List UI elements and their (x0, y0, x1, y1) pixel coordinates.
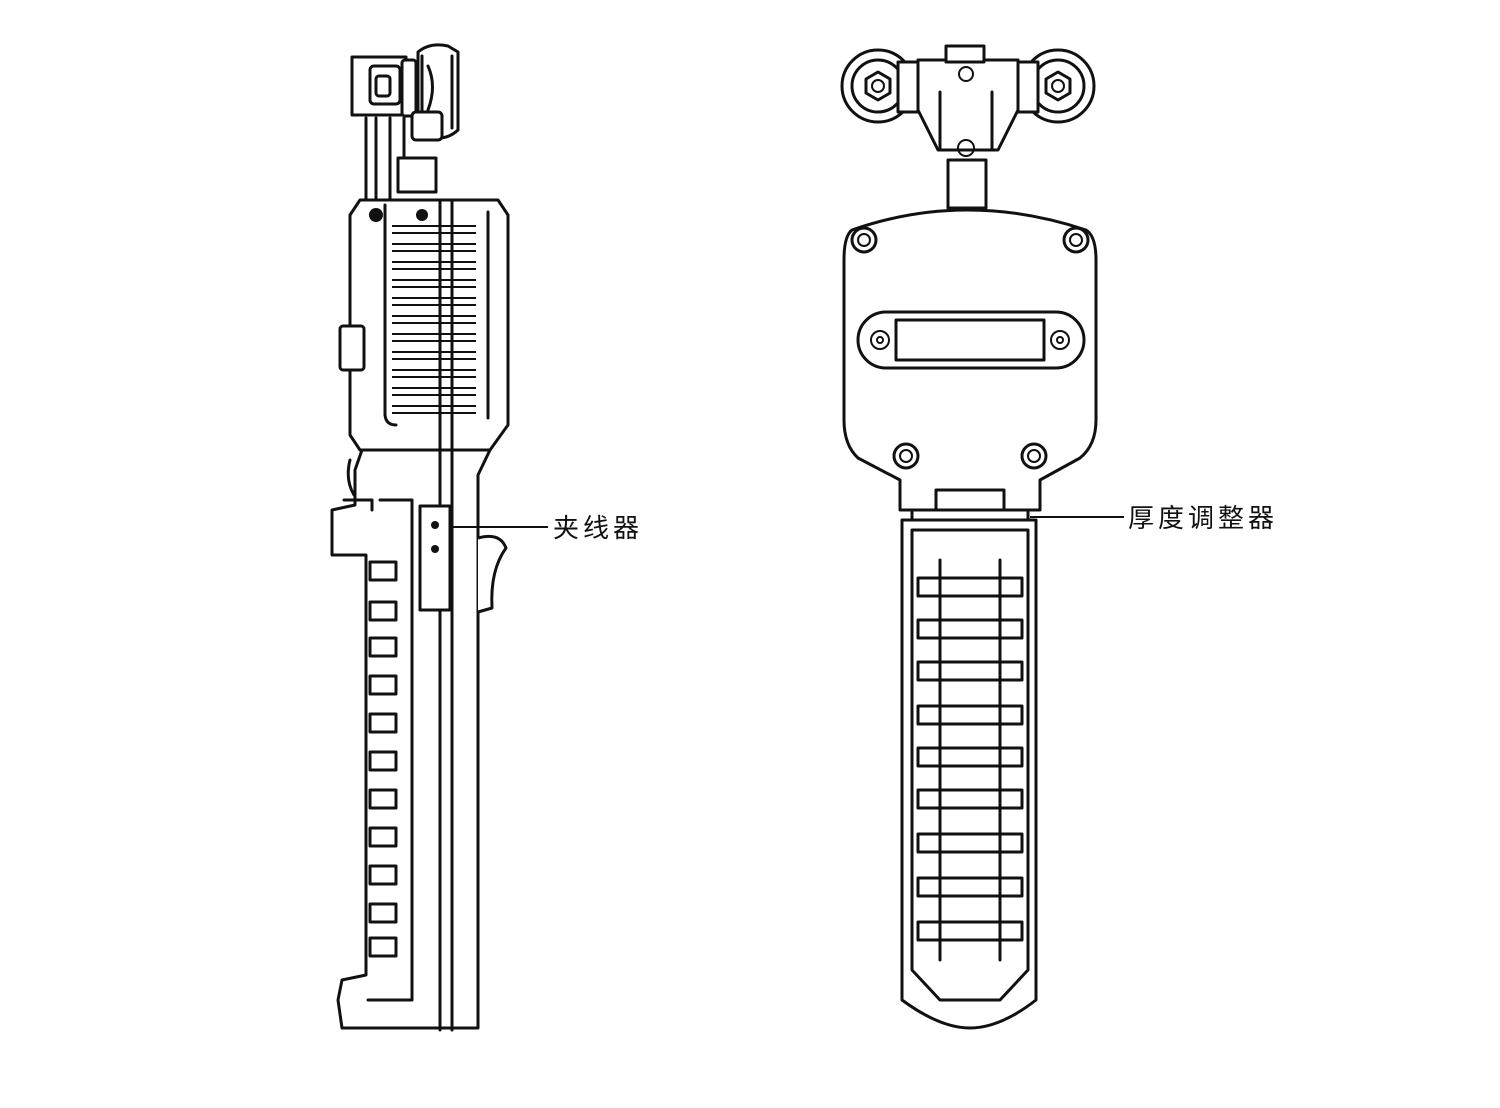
front-grip (900, 518, 1038, 1030)
front-grip-ridges (916, 576, 1024, 942)
thickness-adjuster-label: 厚度调整器 (1128, 504, 1278, 534)
front-view: 厚度调整器 (840, 44, 1278, 1030)
side-view: 夹线器 (330, 43, 643, 1032)
thickness-adjuster-callout: 厚度调整器 (1030, 504, 1278, 534)
side-grip-ridges (368, 560, 398, 958)
front-body (842, 208, 1098, 512)
clamp-label: 夹线器 (553, 514, 643, 544)
clamp-callout: 夹线器 (452, 514, 643, 544)
side-pulley-assembly (350, 43, 460, 202)
side-handle (330, 448, 508, 1030)
side-vent-slots (392, 225, 476, 414)
thickness-adjuster (910, 488, 1030, 558)
front-pulley-bracket (840, 44, 1096, 210)
